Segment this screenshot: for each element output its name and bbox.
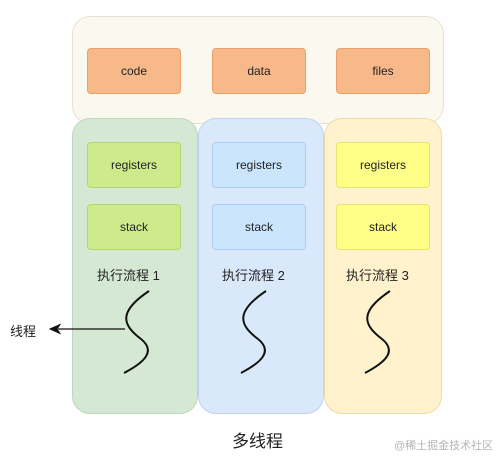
thread-2-stack-box: stack	[212, 204, 306, 250]
thread-2-registers-box: registers	[212, 142, 306, 188]
data-box: data	[212, 48, 306, 94]
diagram-caption: 多线程	[232, 432, 283, 451]
thread-pointer-arrow-head	[48, 323, 62, 335]
watermark: @稀土掘金技术社区	[394, 440, 494, 452]
thread-1-registers-box: registers	[87, 142, 181, 188]
thread-3-stack-box: stack	[336, 204, 430, 250]
thread-label: 线程	[10, 324, 37, 339]
thread-2-flow-label: 执行流程 2	[222, 268, 285, 283]
thread-3-registers-box: registers	[336, 142, 430, 188]
thread-1-flow-curve	[123, 290, 150, 374]
thread-2-flow-curve	[240, 290, 267, 374]
code-box: code	[87, 48, 181, 94]
thread-3-flow-curve	[364, 290, 391, 374]
thread-3-flow-label: 执行流程 3	[346, 268, 409, 283]
thread-1-flow-label: 执行流程 1	[97, 268, 160, 283]
files-box: files	[336, 48, 430, 94]
thread-1-stack-box: stack	[87, 204, 181, 250]
